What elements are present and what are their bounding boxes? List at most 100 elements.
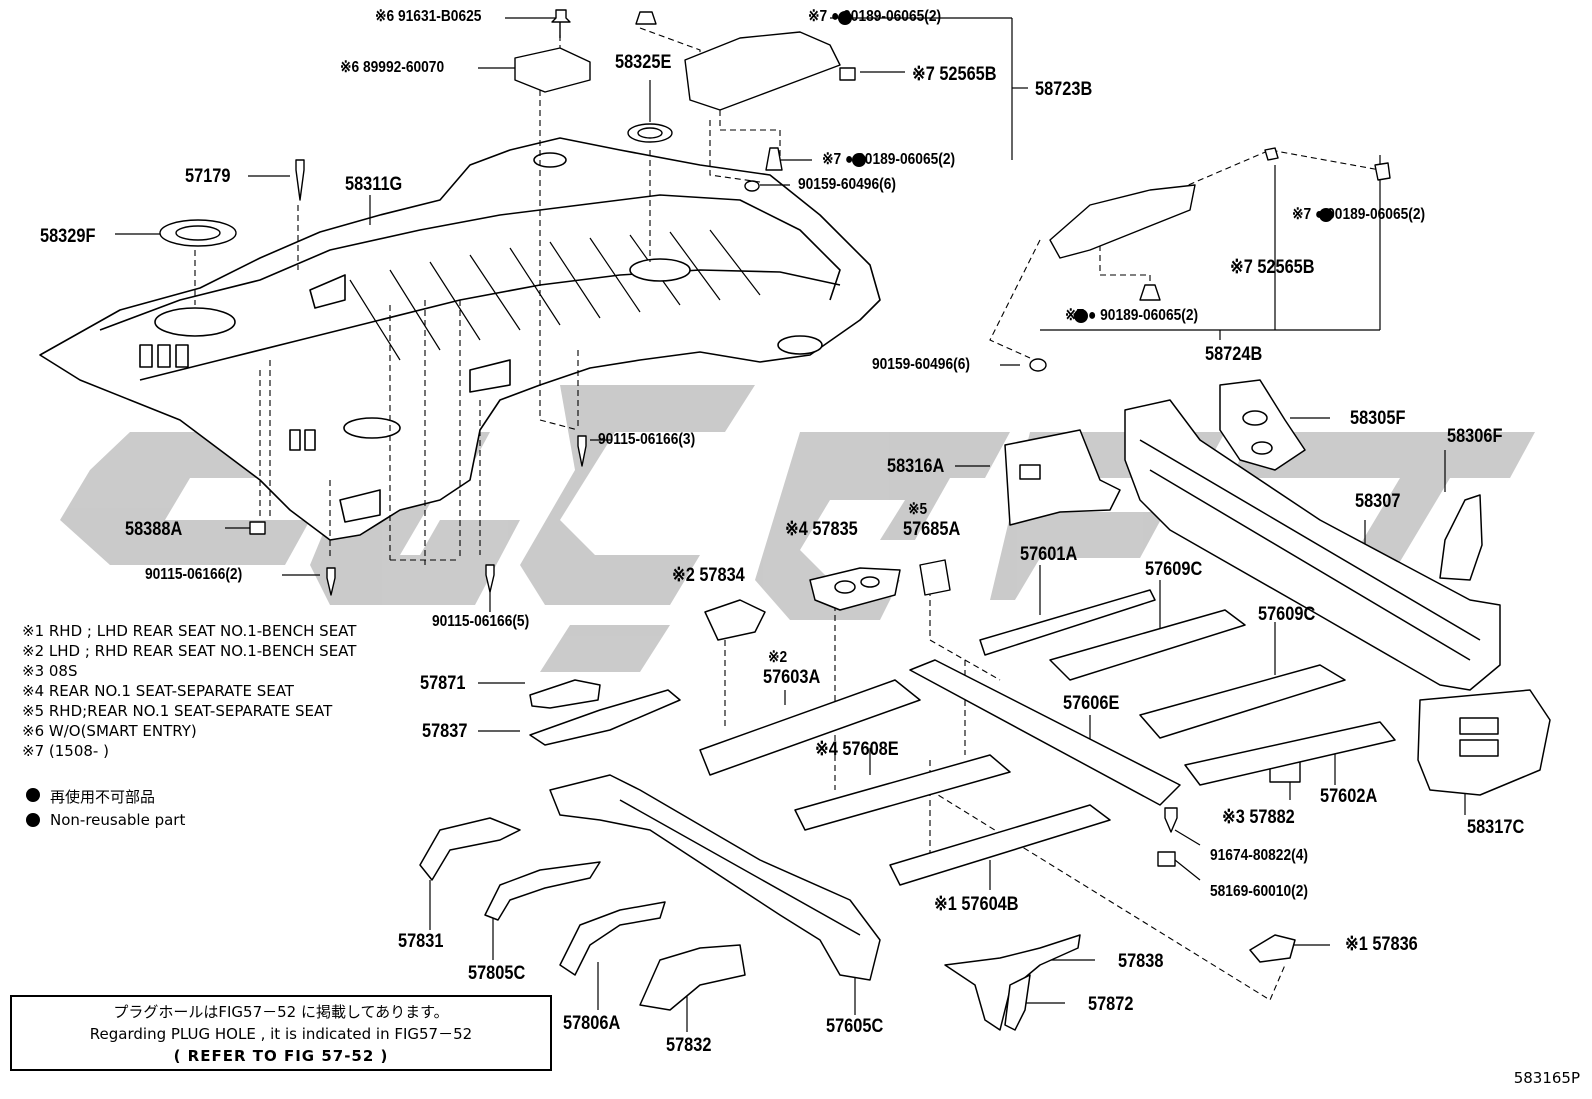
label-57609C-a: 57609C	[1145, 559, 1203, 580]
label-58325E: 58325E	[615, 52, 672, 73]
label-57606E: 57606E	[1063, 693, 1120, 714]
label-57831: 57831	[398, 931, 444, 952]
bolt-91631	[551, 9, 571, 38]
label-57605C: 57605C	[826, 1016, 884, 1037]
bracket-57838	[944, 934, 1081, 1031]
bracket-57872	[1004, 974, 1031, 1031]
label-58311G: 58311G	[345, 174, 403, 195]
note-1: ※1 RHD ; LHD REAR SEAT NO.1-BENCH SEAT	[22, 622, 357, 640]
small-parts	[159, 9, 1391, 867]
panel-58305F	[1219, 379, 1306, 471]
label-57603A: 57603A	[763, 667, 821, 688]
label-58329F: 58329F	[40, 226, 96, 247]
label-57882: ※3 57882	[1222, 807, 1295, 828]
label-57603A-mark: ※2	[768, 649, 788, 666]
label-89992: ※6 89992-60070	[340, 59, 445, 76]
bracket-57832	[639, 944, 746, 1011]
bracket-57834	[704, 599, 766, 641]
floor-pan-58311G	[39, 137, 881, 541]
label-57685A-mark: ※5	[908, 501, 928, 518]
label-57832: 57832	[666, 1035, 712, 1056]
note-6: ※6 W/O(SMART ENTRY)	[22, 722, 197, 740]
legend-en: Non-reusable part	[50, 811, 185, 829]
label-58307: 58307	[1355, 491, 1401, 512]
label-58723B: 58723B	[1035, 79, 1093, 100]
label-90189-c: ※7 ● 90189-06065(2)	[1292, 206, 1426, 223]
legend-en-text: Non-reusable part	[50, 811, 186, 829]
label-57601A: 57601A	[1020, 544, 1078, 565]
crossmembers	[419, 379, 1551, 1031]
member-57609C-b	[1139, 664, 1346, 739]
label-57602A: 57602A	[1320, 786, 1378, 807]
label-57685A: 57685A	[903, 519, 961, 540]
label-57609C-b: 57609C	[1258, 604, 1316, 625]
label-90115-2: 90115-06166(2)	[145, 566, 243, 583]
bracket-58169	[1157, 851, 1176, 867]
bolt-90115-3	[577, 435, 587, 467]
bolt-57179	[295, 159, 305, 201]
note-3: ※3 08S	[22, 662, 78, 680]
legend-jp: 再使用不可部品	[50, 786, 155, 807]
plug-hole-line-2: Regarding PLUG HOLE , it is indicated in…	[89, 1025, 473, 1043]
legend-jp-text: 再使用不可部品	[50, 788, 156, 806]
label-57872: 57872	[1088, 994, 1134, 1015]
bolt-91674	[1164, 807, 1178, 833]
bracket-57805C	[484, 861, 601, 921]
label-57836: ※1 57836	[1345, 934, 1418, 955]
label-90115-3: 90115-06166(3)	[598, 431, 696, 448]
dashed-guides	[194, 27, 1381, 1001]
crossmember-58307	[1124, 399, 1501, 691]
label-57834: ※2 57834	[672, 565, 745, 586]
plug-hole-line-1: プラグホールはFIG57－52 に掲載してあります。	[113, 1003, 449, 1021]
member-57608E	[794, 754, 1011, 831]
label-57806A: 57806A	[563, 1013, 621, 1034]
label-57871: 57871	[420, 673, 466, 694]
cover-89992	[514, 47, 591, 93]
label-57838: 57838	[1118, 951, 1164, 972]
label-90159-a: 90159-60496(6)	[798, 176, 896, 193]
figure-code: 583165P	[1513, 1069, 1580, 1087]
panel-58306F	[1439, 494, 1483, 581]
member-57601A	[979, 589, 1156, 656]
bracket-57685A	[919, 559, 951, 596]
member-57604B	[889, 804, 1111, 886]
label-57179: 57179	[185, 166, 231, 187]
panel-58316A	[1004, 429, 1121, 526]
label-57604B: ※1 57604B	[934, 894, 1019, 915]
label-90189-a: ※7 ● 90189-06065(2)	[808, 8, 942, 25]
label-91631: ※6 91631-B0625	[375, 8, 482, 25]
label-57608E: ※4 57608E	[815, 739, 899, 760]
note-5: ※5 RHD;REAR NO.1 SEAT-SEPARATE SEAT	[22, 702, 333, 720]
label-91674: 91674-80822(4)	[1210, 847, 1308, 864]
bracket-58723B	[684, 31, 841, 111]
member-57602A	[1184, 721, 1396, 786]
bracket-57836	[1249, 934, 1296, 963]
rail-57605C	[549, 774, 881, 981]
clip-58388A	[249, 521, 266, 535]
bracket-58724B	[1049, 184, 1196, 259]
plug-hole-line-3: ( REFER TO FIG 57-52 )	[173, 1047, 389, 1065]
label-58317C: 58317C	[1467, 817, 1525, 838]
label-52565B-a: ※7 52565B	[912, 64, 997, 85]
bolt-90115-5	[485, 564, 495, 593]
label-58305F: 58305F	[1350, 408, 1406, 429]
note-4: ※4 REAR NO.1 SEAT-SEPARATE SEAT	[22, 682, 294, 700]
bracket-57837	[529, 689, 681, 746]
plug-hole-note: プラグホールはFIG57－52 に掲載してあります。 Regarding PLU…	[10, 995, 552, 1071]
note-2: ※2 LHD ; RHD REAR SEAT NO.1-BENCH SEAT	[22, 642, 357, 660]
label-58306F: 58306F	[1447, 426, 1503, 447]
label-58388A: 58388A	[125, 519, 183, 540]
label-57837: 57837	[422, 721, 468, 742]
member-57606E	[909, 659, 1181, 806]
label-58724B: 58724B	[1205, 344, 1263, 365]
label-90159-b: 90159-60496(6)	[872, 356, 970, 373]
label-52565B-b: ※7 52565B	[1230, 257, 1315, 278]
leader-lines	[115, 17, 1466, 1032]
non-reusable-dots	[26, 11, 1333, 827]
bracket-57831	[419, 817, 521, 881]
bolt-90115-2	[326, 567, 336, 596]
member-57603A	[699, 679, 921, 776]
label-90189-b: ※7 ● 90189-06065(2)	[822, 151, 956, 168]
label-58316A: 58316A	[887, 456, 945, 477]
